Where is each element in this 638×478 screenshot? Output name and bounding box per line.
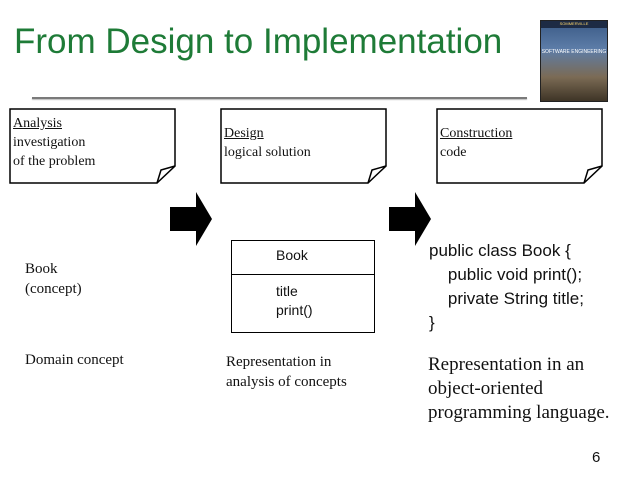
arrow-right-icon <box>389 192 431 246</box>
slide-number: 6 <box>592 449 601 466</box>
slide-title: From Design to Implementation <box>14 22 503 61</box>
uml-class-box: Book title print() <box>231 240 375 333</box>
uml-operation: print() <box>276 302 313 318</box>
note-shape <box>220 108 387 184</box>
concept-label: Book (concept) <box>25 259 82 299</box>
design-note: Design logical solution <box>220 108 388 184</box>
uml-divider <box>232 274 374 275</box>
caption-oo: Representation in an object-oriented pro… <box>428 353 610 425</box>
code-line: private String title; <box>429 289 584 308</box>
cover-title: SOFTWARE ENGINEERING <box>541 49 607 55</box>
design-heading: Design <box>224 126 264 141</box>
caption-analysis-line-1: Representation in <box>226 354 332 370</box>
uml-attribute: title <box>276 283 298 299</box>
code-line: public void print(); <box>429 265 583 284</box>
analysis-line-2: of the problem <box>13 154 96 169</box>
construction-line-1: code <box>440 145 467 160</box>
construction-heading: Construction <box>440 126 513 141</box>
caption-oo-line-1: Representation in an <box>428 354 585 375</box>
analysis-line-1: investigation <box>13 135 86 150</box>
note-shape <box>9 108 176 184</box>
concept-line-2: (concept) <box>25 281 82 297</box>
uml-class-name: Book <box>276 247 308 263</box>
caption-oo-line-3: programming language. <box>428 402 610 423</box>
caption-oo-line-2: object-oriented <box>428 378 544 399</box>
code-line: } <box>429 313 435 332</box>
construction-note: Construction code <box>436 108 604 184</box>
caption-domain: Domain concept <box>25 352 124 368</box>
note-shape <box>436 108 603 184</box>
arrow-right-icon <box>170 192 212 246</box>
analysis-heading: Analysis <box>13 116 62 131</box>
caption-analysis: Representation in analysis of concepts <box>226 352 347 392</box>
title-underline <box>32 97 527 99</box>
cover-author: SOMMERVILLE <box>559 21 589 26</box>
concept-line-1: Book <box>25 261 58 277</box>
code-line: public class Book { <box>429 241 571 260</box>
book-cover-image: SOMMERVILLE SOFTWARE ENGINEERING <box>540 20 608 102</box>
analysis-note: Analysis investigation of the problem <box>9 108 177 184</box>
caption-analysis-line-2: analysis of concepts <box>226 374 347 390</box>
code-block: public class Book { public void print();… <box>429 239 584 335</box>
cover-top-band <box>541 21 607 28</box>
design-line-1: logical solution <box>224 145 311 160</box>
